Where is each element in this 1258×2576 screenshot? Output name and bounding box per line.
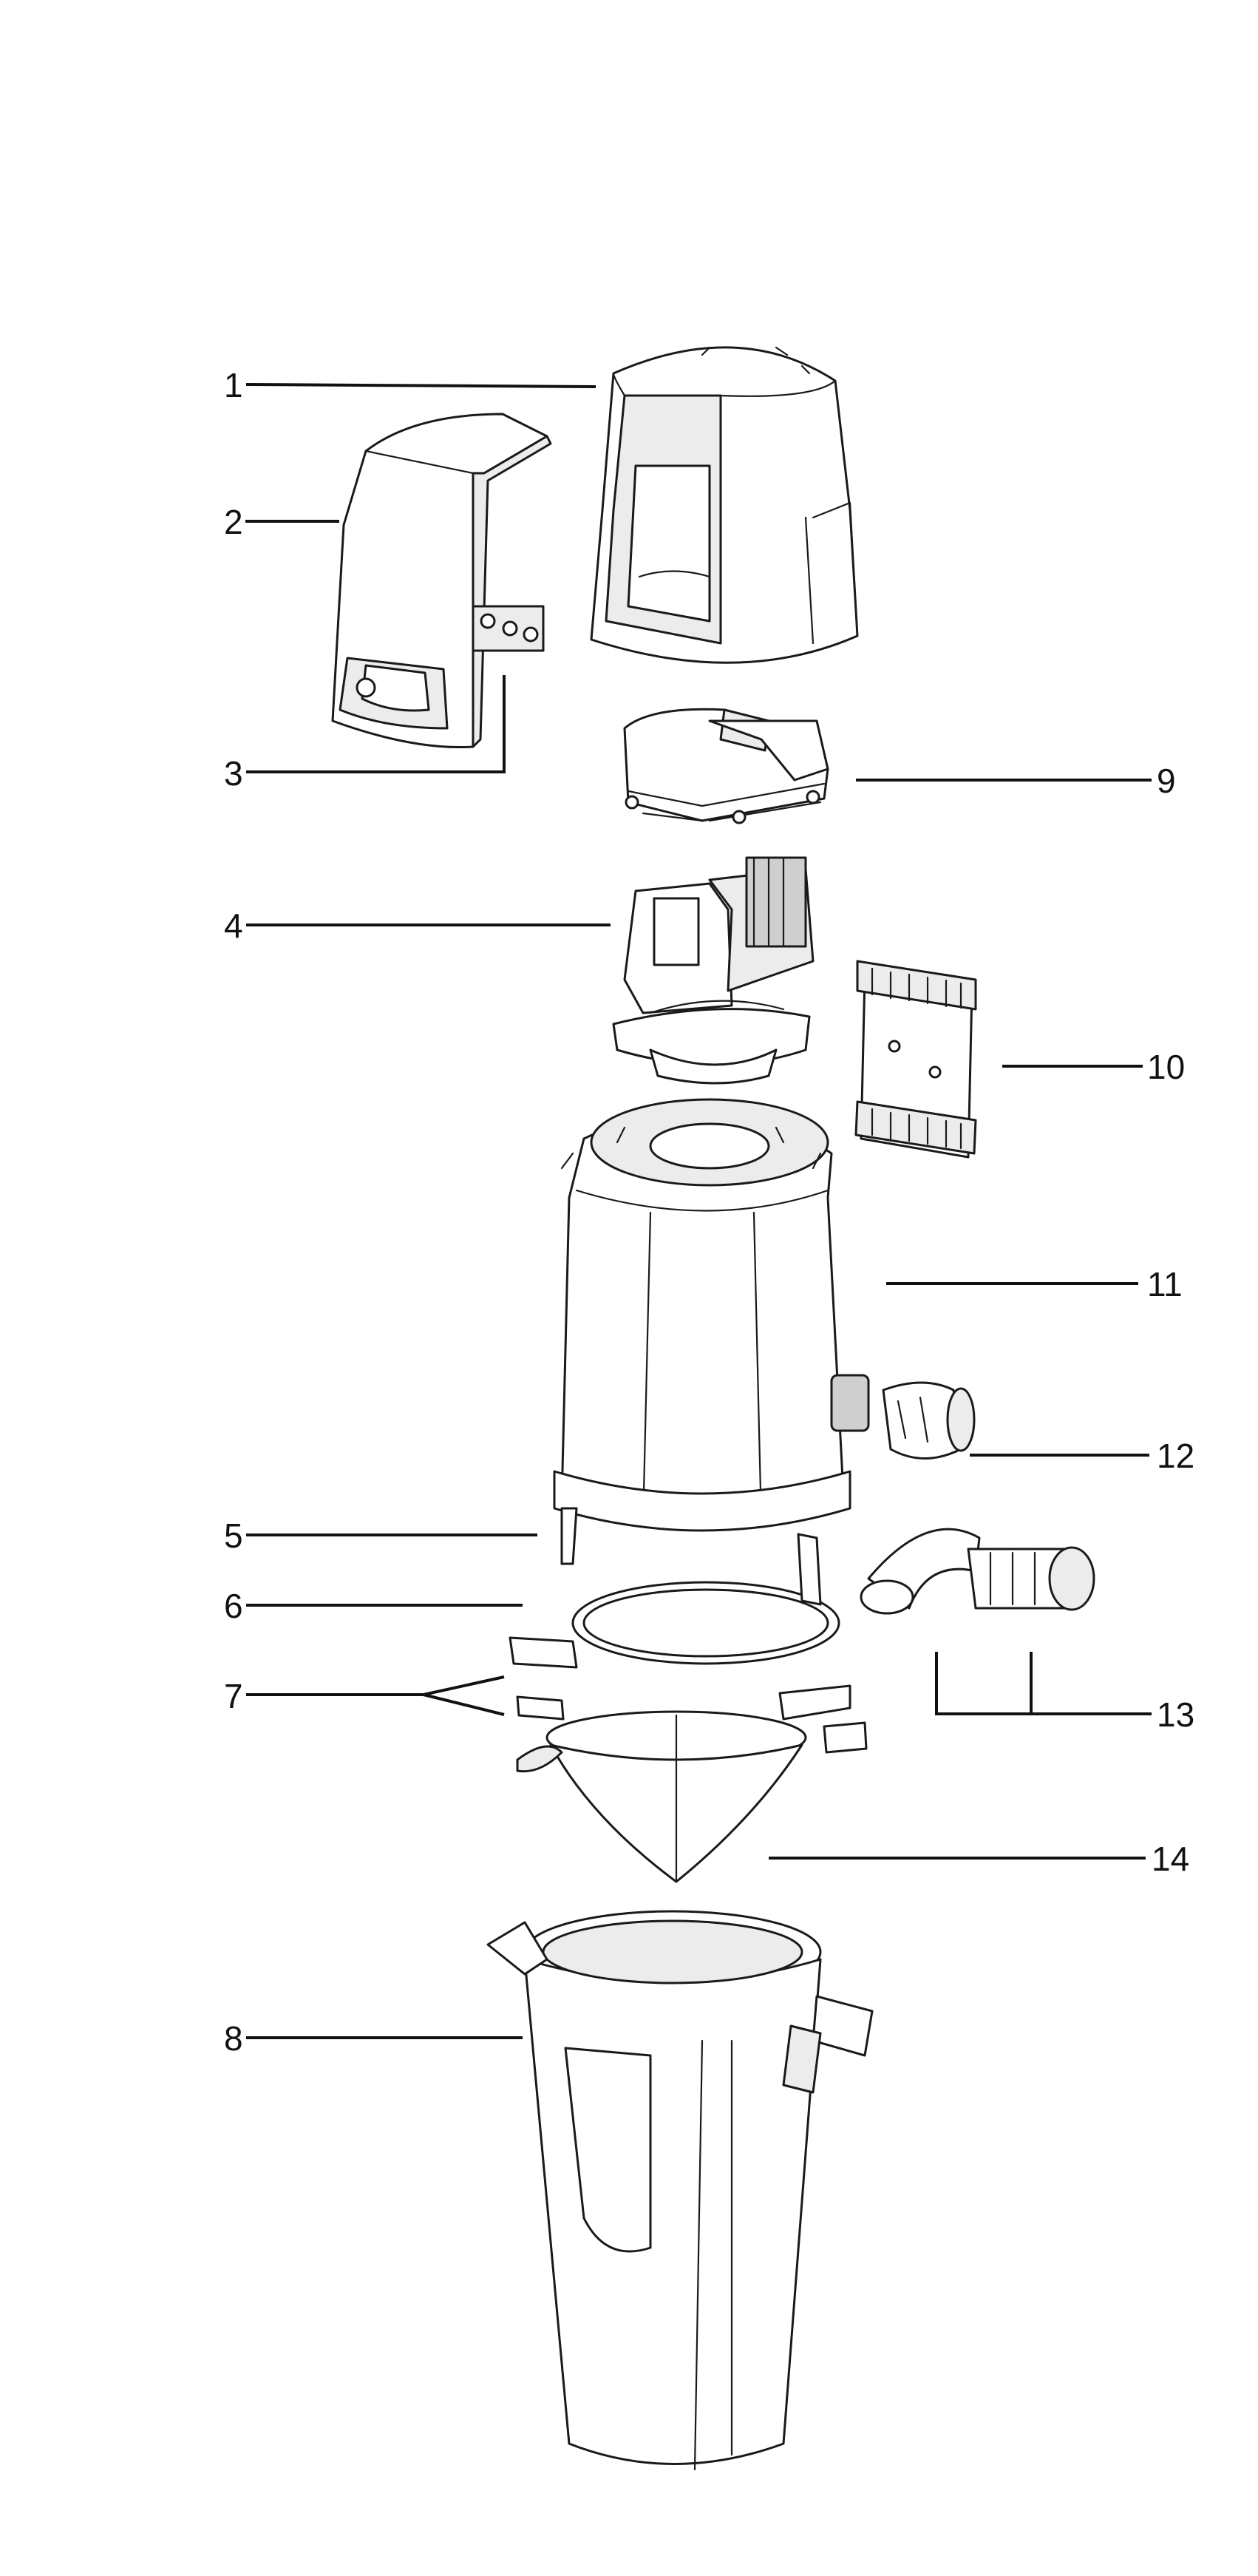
part-6-gasket bbox=[571, 1533, 840, 1665]
part-4-motor-unit bbox=[612, 856, 815, 1085]
callout-2: 2 bbox=[224, 503, 243, 541]
callout-9: 9 bbox=[1157, 762, 1176, 800]
callout-13: 13 bbox=[1157, 1695, 1194, 1734]
callout-11: 11 bbox=[1147, 1265, 1183, 1304]
leader-7 bbox=[246, 1675, 505, 1716]
callout-14: 14 bbox=[1152, 1840, 1189, 1878]
leader-lines bbox=[245, 383, 1152, 2039]
callout-1: 1 bbox=[224, 366, 243, 404]
callout-10: 10 bbox=[1147, 1048, 1185, 1086]
part-14-filter-bag bbox=[516, 1710, 807, 1883]
callout-8: 8 bbox=[224, 2019, 243, 2058]
part-1-motor-cover bbox=[590, 346, 859, 664]
leader-1 bbox=[245, 383, 596, 388]
leader-3 bbox=[246, 675, 506, 773]
callout-6: 6 bbox=[224, 1587, 243, 1625]
part-7-clips bbox=[509, 1636, 868, 1754]
part-8-collection-bin bbox=[486, 1910, 874, 2471]
part-11-canister-body bbox=[553, 1098, 870, 1565]
callout-labels: 1 2 3 4 5 6 7 8 9 10 11 12 13 14 bbox=[224, 366, 1194, 2058]
part-13-elbow-hose bbox=[860, 1528, 1095, 1615]
part-12-inlet-adapter bbox=[882, 1381, 976, 1460]
part-9-top-housing bbox=[623, 708, 829, 824]
callout-4: 4 bbox=[224, 906, 243, 945]
callout-5: 5 bbox=[224, 1516, 243, 1555]
part-2-control-housing bbox=[331, 413, 552, 749]
callout-7: 7 bbox=[224, 1677, 243, 1715]
leader-13 bbox=[935, 1652, 1152, 1715]
callout-12: 12 bbox=[1157, 1437, 1194, 1475]
part-10-wall-bracket bbox=[854, 960, 977, 1159]
callout-3: 3 bbox=[224, 754, 243, 793]
